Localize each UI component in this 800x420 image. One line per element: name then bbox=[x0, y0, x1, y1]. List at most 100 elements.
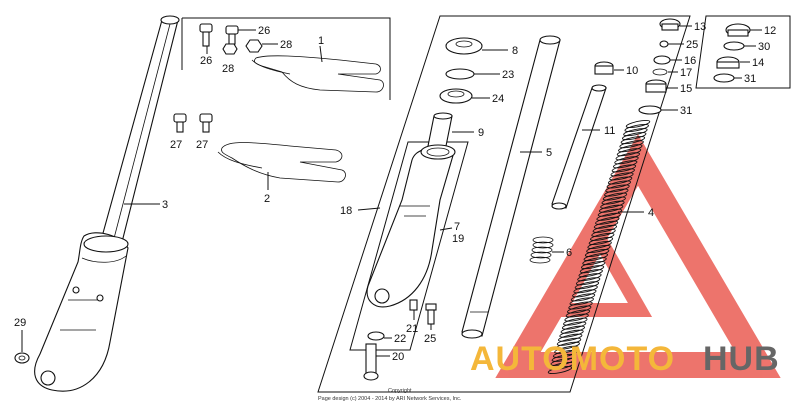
fork-spring-coil bbox=[607, 176, 633, 185]
oil-seal-8-hole bbox=[455, 40, 473, 48]
fork-spring-coil bbox=[570, 293, 596, 302]
screw-25-b bbox=[659, 40, 669, 48]
fork-spring-coil bbox=[624, 123, 649, 133]
bolt-27-left-head bbox=[173, 113, 187, 123]
spacer-15 bbox=[645, 83, 667, 93]
fork-cap-12-body bbox=[727, 29, 749, 37]
fork-spring-coil bbox=[625, 119, 651, 129]
fork-spring-coil bbox=[612, 160, 638, 169]
callout-3: 3 bbox=[162, 199, 168, 211]
watermark-text: AUTOMOTO HUB bbox=[470, 340, 780, 378]
bolt-25-shank bbox=[427, 309, 435, 325]
washer-22 bbox=[367, 331, 385, 341]
callout-14: 14 bbox=[752, 57, 764, 69]
callout-8: 8 bbox=[512, 45, 518, 57]
fork-axle-boss bbox=[40, 370, 56, 386]
fork-spring-coil bbox=[615, 152, 641, 161]
hose-group-2 bbox=[173, 113, 346, 190]
fork-spring-coil bbox=[550, 357, 575, 366]
fork-spring-coil bbox=[591, 228, 616, 237]
slider-axle-boss bbox=[374, 288, 390, 304]
fork-spring-coil bbox=[582, 257, 607, 266]
callout-25-upper: 25 bbox=[686, 39, 698, 51]
fork-spring-coil bbox=[556, 337, 582, 346]
callout-5: 5 bbox=[546, 147, 552, 159]
fork-spring-coil bbox=[611, 164, 637, 173]
watermark-brand-part1: AUTOMOTO bbox=[470, 340, 675, 378]
fork-lower-leg-ribs bbox=[60, 299, 100, 331]
bolt-26-right-shank bbox=[228, 33, 236, 45]
callout-18: 18 bbox=[340, 205, 352, 217]
hardware-group bbox=[199, 23, 384, 93]
callout-7: 7 bbox=[454, 221, 460, 233]
inner-tube-bottom bbox=[461, 329, 483, 339]
slider-body-18-mouth bbox=[420, 144, 456, 160]
group-frames bbox=[181, 15, 791, 393]
fork-mount-boss-a bbox=[72, 286, 80, 294]
fork-spring-coil bbox=[621, 132, 647, 141]
leader-1 bbox=[319, 45, 323, 63]
fork-mount-boss-b bbox=[96, 294, 104, 302]
rebound-spring-6 bbox=[529, 236, 554, 264]
damper-rod-11 bbox=[551, 87, 607, 209]
fork-spring-coil bbox=[586, 244, 611, 254]
fork-spring-coil bbox=[623, 128, 648, 137]
bolt-26-left-head bbox=[199, 23, 213, 33]
fork-spring-coil bbox=[565, 309, 591, 318]
cap-bolt-13-body bbox=[661, 23, 679, 31]
fork-spring-coil bbox=[619, 140, 644, 149]
fork-tube-highlight bbox=[111, 23, 171, 247]
washer-16 bbox=[653, 55, 671, 65]
slider-body-18-bore bbox=[426, 147, 450, 157]
oring-31-a bbox=[638, 105, 662, 115]
oring-30 bbox=[723, 41, 745, 51]
washer-29-shape bbox=[14, 352, 30, 364]
hose-part-1 bbox=[254, 55, 384, 93]
fork-spring-coil bbox=[596, 212, 621, 221]
fork-spring-coil bbox=[595, 216, 620, 225]
slider-subframe bbox=[349, 141, 469, 351]
inner-tube-part-5 bbox=[461, 35, 561, 339]
callout-15: 15 bbox=[680, 83, 692, 95]
callout-26-right: 26 bbox=[258, 25, 270, 37]
fork-lower-leg bbox=[34, 232, 129, 392]
bolt-27-right-head bbox=[199, 113, 213, 123]
fork-spring-coil bbox=[551, 353, 577, 362]
bolt-21 bbox=[409, 299, 418, 311]
slider-group bbox=[357, 37, 508, 381]
callout-20: 20 bbox=[392, 351, 404, 363]
fork-spring-coil bbox=[589, 232, 615, 241]
damper-group bbox=[529, 61, 624, 264]
fork-spring-coil bbox=[559, 329, 584, 338]
bolt-27-right-shank bbox=[202, 121, 210, 133]
fork-tube-top-ring bbox=[160, 15, 180, 25]
fork-spring-coil bbox=[577, 273, 602, 282]
damper-rod-11-top bbox=[591, 84, 607, 92]
callout-11: 11 bbox=[604, 125, 615, 137]
fork-spring-coil bbox=[566, 305, 592, 314]
fork-spring-coil bbox=[579, 265, 605, 274]
top-hardware-group bbox=[638, 18, 692, 115]
callout-2: 2 bbox=[264, 193, 270, 205]
fork-spring-coil bbox=[583, 253, 609, 262]
callout-27-left: 27 bbox=[170, 139, 182, 151]
fork-spring-coil bbox=[584, 248, 610, 258]
callout-4: 4 bbox=[648, 207, 654, 219]
inner-tube-body bbox=[461, 39, 561, 337]
fork-spring-coil bbox=[572, 289, 597, 298]
callout-28-right: 28 bbox=[280, 39, 292, 51]
fork-spring-coil bbox=[564, 313, 589, 322]
dust-seal-24-hole bbox=[447, 90, 465, 98]
spring-seat-14-body bbox=[716, 61, 740, 69]
washer-part-29 bbox=[14, 330, 30, 364]
callout-31-left: 31 bbox=[680, 105, 692, 117]
inner-tube-top bbox=[539, 35, 561, 45]
watermark-logo bbox=[495, 134, 781, 378]
callout-23: 23 bbox=[502, 69, 514, 81]
callout-10: 10 bbox=[626, 65, 638, 77]
bushing-9-top bbox=[433, 112, 453, 120]
callout-31-right: 31 bbox=[744, 73, 756, 85]
callout-12: 12 bbox=[764, 25, 776, 37]
watermark-brand-part2: HUB bbox=[703, 340, 780, 378]
